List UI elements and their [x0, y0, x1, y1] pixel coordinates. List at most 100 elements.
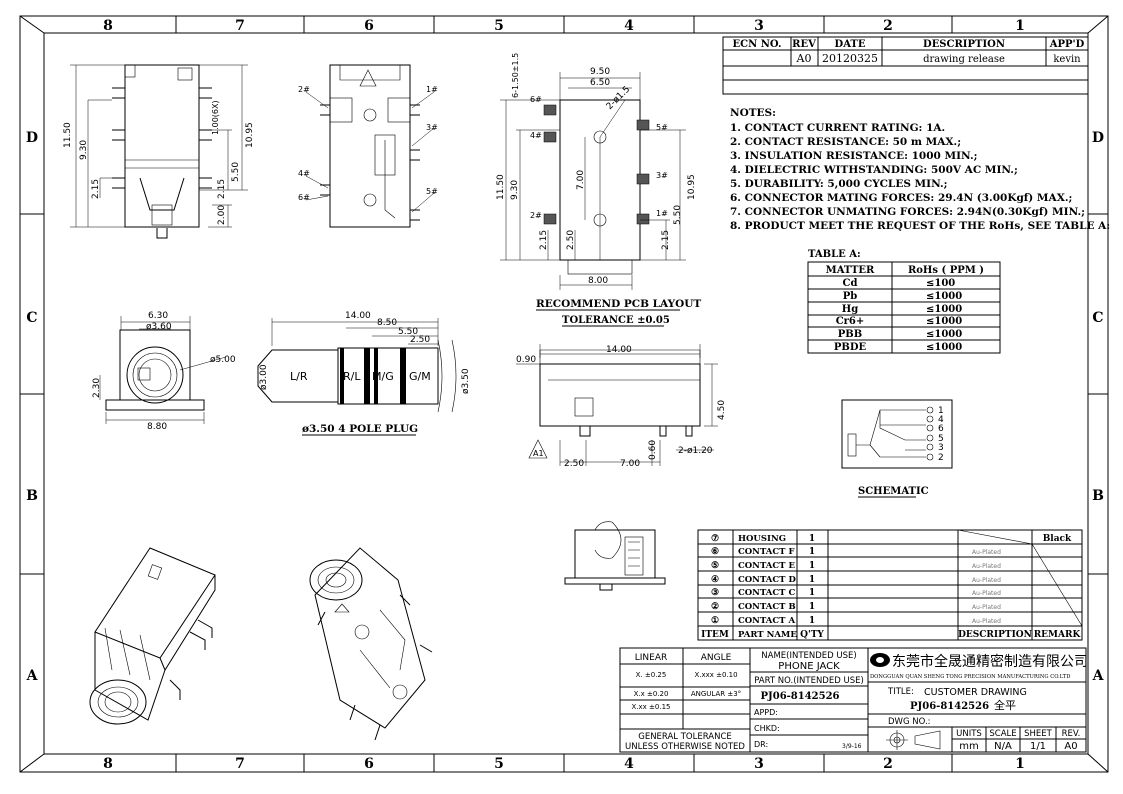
plug-view: 14.00 8.50 5.50 2.50 ø3.00 ø3.50 L/R R/L… [257, 311, 471, 436]
table-a-matter: Hg [842, 304, 858, 315]
pin-label: 3# [426, 123, 438, 132]
tol-value: X.xxx ±0.10 [694, 671, 737, 679]
grid-col-bottom: 2 [883, 756, 893, 772]
bom-item: ⑤ [711, 561, 719, 571]
pcb-layout: 9.50 6.50 2-ø1.5 8.00 6-1.50±1.5 11.50 9… [496, 53, 701, 327]
schematic-pin: 5 [938, 434, 944, 444]
grid-col-bottom: 1 [1015, 756, 1025, 772]
table-a-header: MATTER [826, 265, 875, 276]
dim-label: 1.00(6X) [211, 100, 220, 135]
tol-value: X. ±0.25 [636, 671, 667, 679]
units-value: mm [959, 741, 978, 752]
rev-date: 20120325 [822, 52, 878, 65]
bom-table: ⑦ ⑥ ⑤ ④ ③ ② ① ITEM 1 1 1 1 1 1 1 Q'TY DE… [697, 529, 1083, 641]
dim-label: 2.15 [661, 230, 671, 250]
plug-segment: R/L [343, 370, 361, 383]
company-name-cn: 东莞市全晟通精密制造有限公司 [892, 653, 1088, 670]
dim-label: 0.90 [516, 355, 536, 365]
dim-label: 5.50 [231, 162, 241, 182]
scale-value: N/A [994, 741, 1012, 752]
rev-header-appd: APP'D [1049, 39, 1085, 50]
dim-label: 8.50 [377, 318, 397, 328]
dim-label: 2.15 [539, 230, 549, 250]
dim-label: 2.15 [217, 179, 227, 199]
note-item: 4. DIELECTRIC WITHSTANDING: 500V AC MIN.… [730, 164, 1018, 176]
schematic-pin: 2 [938, 453, 944, 463]
table-a-matter: Pb [843, 291, 858, 302]
unless-noted: UNLESS OTHERWISE NOTED [625, 742, 745, 752]
dim-label: 5.50 [673, 205, 683, 225]
grid-row-labels: D C B A D C B A [26, 130, 1105, 684]
schematic: 1 4 6 5 3 2 SCHEMATIC [841, 399, 953, 498]
bom-part-name: CONTACT C [738, 588, 795, 598]
dim-label: 11.50 [63, 122, 73, 148]
bom-desc: Au-Plated [972, 604, 1001, 611]
dr-date: 3/9-16 [842, 743, 862, 750]
rev-header-date: DATE [835, 39, 866, 50]
dim-label: ø3.00 [259, 364, 269, 390]
dim-label: 2.50 [564, 459, 584, 469]
plug-segment: M/G [372, 370, 394, 383]
grid-col-top: 5 [494, 18, 504, 34]
grid-col-top: 8 [103, 18, 113, 34]
schematic-pin: 4 [938, 415, 944, 425]
bom-qty: 1 [809, 534, 815, 544]
grid-col-bottom: 3 [754, 756, 764, 772]
note-item: 6. CONNECTOR MATING FORCES: 29.4N (3.00K… [730, 192, 1072, 204]
name-value: PHONE JACK [778, 661, 840, 672]
note-item: 5. DURABILITY: 5,000 CYCLES MIN.; [730, 178, 948, 190]
dim-label: 8.00 [588, 276, 608, 286]
bom-part-name: CONTACT D [738, 575, 796, 585]
dim-label: 2.50 [566, 230, 576, 250]
table-a-matter: PBB [838, 329, 862, 340]
bom-desc: Au-Plated [972, 590, 1001, 597]
grid-col-top: 2 [883, 18, 893, 34]
scale-label: SCALE [989, 729, 1016, 739]
dim-label: 2.15 [91, 179, 101, 199]
pin-label: 4# [298, 169, 310, 178]
dim-label: 5.50 [398, 327, 418, 337]
bom-qty: 1 [809, 575, 815, 585]
bom-item: ⑥ [711, 547, 719, 557]
tol-angle: ANGLE [701, 653, 732, 663]
rev-desc: drawing release [923, 54, 1005, 65]
pcb-layout-title: RECOMMEND PCB LAYOUT [536, 298, 701, 310]
bom-qty: 1 [809, 547, 815, 557]
dim-label: 4.50 [717, 400, 727, 420]
bom-item: ② [711, 602, 719, 612]
bom-item: ④ [711, 575, 719, 585]
rev-header-ecn: ECN NO. [733, 39, 782, 50]
rev-appd: kevin [1053, 54, 1081, 65]
bom-header: Q'TY [800, 630, 824, 640]
notes-block: NOTES: 1. CONTACT CURRENT RATING: 1A. 2.… [730, 107, 1110, 232]
isometric-view-right [309, 547, 433, 741]
bom-desc: Au-Plated [972, 549, 1001, 556]
dim-label: 6.50 [590, 78, 610, 88]
bom-qty: 1 [809, 561, 815, 571]
dwg-label: DWG NO.: [888, 717, 931, 727]
grid-row-left: B [26, 488, 38, 504]
pin-label: 3# [656, 171, 668, 180]
dim-label: 6-1.50±1.5 [511, 53, 520, 98]
front-view: 11.50 9.30 2.15 1.00(6X) 10.95 5.50 2.15… [63, 64, 255, 239]
title-value: CUSTOMER DRAWING [924, 687, 1027, 698]
grid-ticks [20, 16, 1108, 772]
pin-label: 1# [426, 85, 438, 94]
table-a-ppm: ≤100 [926, 278, 955, 289]
dim-label: 10.95 [687, 174, 697, 200]
bom-part-name: CONTACT A [738, 616, 795, 626]
pin-label: 5# [426, 187, 438, 196]
table-a-header: RoHs ( PPM ) [908, 265, 984, 276]
title-block: LINEAR ANGLE X. ±0.25 X.xxx ±0.10 X.x ±0… [619, 647, 1088, 753]
dim-label: 10.95 [245, 122, 255, 148]
part-value: PJ06-8142526 [760, 691, 839, 702]
grid-col-bottom: 4 [624, 756, 634, 772]
tol-value: X.xx ±0.15 [632, 703, 671, 711]
grid-row-left: A [26, 668, 39, 684]
rev-value: A0 [796, 52, 812, 65]
bom-part-name: HOUSING [738, 534, 786, 544]
grid-row-right: D [1092, 130, 1104, 146]
bom-header: REMARK [1034, 630, 1082, 640]
notes-title: NOTES: [730, 107, 776, 119]
